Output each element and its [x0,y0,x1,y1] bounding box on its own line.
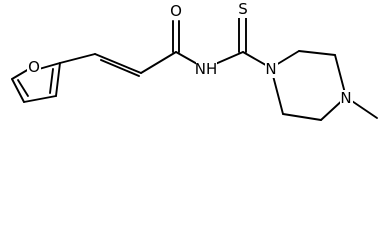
thiocarbonyl [212,17,272,69]
carbonyl-oxygen-label: O [170,2,182,20]
bond-alkene-double [94,53,142,74]
thione-sulfur-label: S [238,0,248,18]
furan-oxygen-label: O [28,58,40,76]
bond-alkene-double-inner [100,59,140,77]
furan-ring [11,62,61,103]
piperazine-ring [270,50,378,121]
bond-furan-c2-c3 [55,62,61,97]
bond-furan-c4-c5-inner [17,79,29,97]
amide-nitrogen-label: NH [195,60,218,78]
bond-furan-to-alkene [59,53,96,64]
bond-carbonyl-to-nh [175,51,200,66]
piperazine-nitrogen-4-label: N [340,89,351,107]
piperazine-nitrogen-4: N [340,89,353,107]
bond-furan-c4-c5 [11,78,25,103]
bond-furan-o-c2 [38,62,61,70]
bond-nh-to-thiocarbon [212,51,244,66]
chemical-structure-diagram: O O S NH N N [11,0,378,121]
acryloyl-chain [59,20,200,77]
thione-sulfur: S [236,0,250,18]
bond-furan-c3-c3-inner [49,68,54,94]
bond-alkene-to-carbonyl [140,51,177,74]
bond-c2-c3 [298,50,336,56]
bond-furan-c3-c4 [23,95,57,103]
carbonyl-oxygen: O [169,2,183,20]
amide-nitrogen: NH [195,60,218,78]
bond-furan-c5-o [11,68,30,80]
piperazine-nitrogen-1-label: N [265,60,276,78]
piperazine-nitrogen-1: N [265,60,278,78]
atom-labels: O O S NH N N [27,0,353,107]
bond-c5-c6 [282,113,322,121]
furan-oxygen: O [27,58,41,76]
